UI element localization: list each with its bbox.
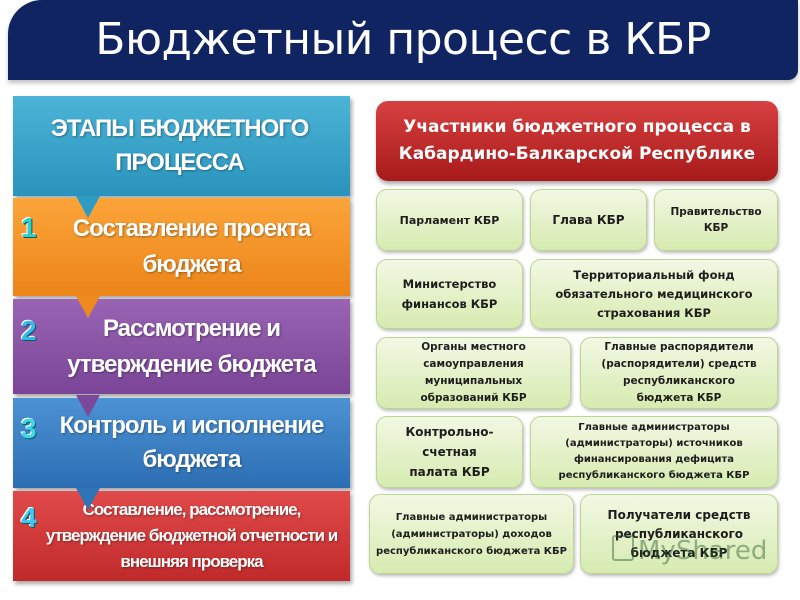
stage-label: Составление, рассмотрение, утверждение б… <box>45 500 338 571</box>
arrow-down-icon <box>76 395 100 417</box>
participant-label: Главные администраторы (администраторы) … <box>558 422 750 481</box>
participant-parliament: Парламент КБР <box>376 189 523 251</box>
stage-label: Рассмотрение и утверждение бюджета <box>67 314 316 378</box>
presentation-icon <box>612 535 634 561</box>
stage-number: 3 <box>21 413 37 444</box>
stages-heading-text: ЭТАПЫ БЮДЖЕТНОГО ПРОЦЕССА <box>50 115 309 176</box>
stage-3: 3 Контроль и исполнение бюджета <box>13 398 350 488</box>
stage-label: Контроль и исполнение бюджета <box>59 412 325 473</box>
watermark: MyShared <box>612 535 767 566</box>
participant-revenue-administrators: Главные администраторы (администраторы) … <box>369 494 574 574</box>
participant-label: Главные распорядители (распорядители) ср… <box>601 341 757 404</box>
stage-label: Составление проекта бюджета <box>72 215 311 278</box>
arrow-down-icon <box>76 196 100 218</box>
stage-4: 4 Составление, рассмотрение, утверждение… <box>13 491 350 581</box>
stage-number: 1 <box>21 212 37 243</box>
stages-heading: ЭТАПЫ БЮДЖЕТНОГО ПРОЦЕССА <box>13 96 350 196</box>
watermark-text: MyShared <box>638 536 768 566</box>
participants-heading-text: Участники бюджетного процесса в Кабардин… <box>398 117 756 164</box>
page-title: Бюджетный процесс в КБР <box>95 14 711 65</box>
stage-1: 1 Составление проекта бюджета <box>13 198 350 296</box>
participant-chief-managers: Главные распорядители (распорядители) ср… <box>580 337 778 409</box>
participant-label: Территориальный фонд обязательного медиц… <box>555 267 753 320</box>
stage-number: 2 <box>21 315 37 346</box>
participant-ministry-of-finance: Министерство финансов КБР <box>376 259 523 329</box>
participant-label: Правительство КБР <box>670 206 762 234</box>
participant-medical-insurance-fund: Территориальный фонд обязательного медиц… <box>530 259 778 329</box>
participant-label: Получатели средств республиканского бюдж… <box>607 507 751 560</box>
participant-label: Органы местного самоуправления муниципал… <box>420 341 527 404</box>
participant-label: Глава КБР <box>552 213 625 227</box>
arrow-down-icon <box>76 296 100 318</box>
participant-label: Контрольно-счетная палата КБР <box>405 425 494 479</box>
participant-label: Парламент КБР <box>399 213 500 227</box>
participant-audit-chamber: Контрольно-счетная палата КБР <box>376 416 523 488</box>
stage-number: 4 <box>21 502 37 533</box>
participant-deficit-financing-administrators: Главные администраторы (администраторы) … <box>530 416 778 488</box>
participant-label: Главные администраторы (администраторы) … <box>376 511 567 557</box>
participant-label: Министерство финансов КБР <box>401 277 498 311</box>
arrow-down-icon <box>76 488 100 510</box>
participants-heading: Участники бюджетного процесса в Кабардин… <box>376 101 778 181</box>
stage-2: 2 Рассмотрение и утверждение бюджета <box>13 299 350 394</box>
title-banner: Бюджетный процесс в КБР <box>8 0 798 80</box>
participant-government: Правительство КБР <box>654 189 778 251</box>
participant-local-government: Органы местного самоуправления муниципал… <box>376 337 571 409</box>
participant-head-of-republic: Глава КБР <box>530 189 647 251</box>
